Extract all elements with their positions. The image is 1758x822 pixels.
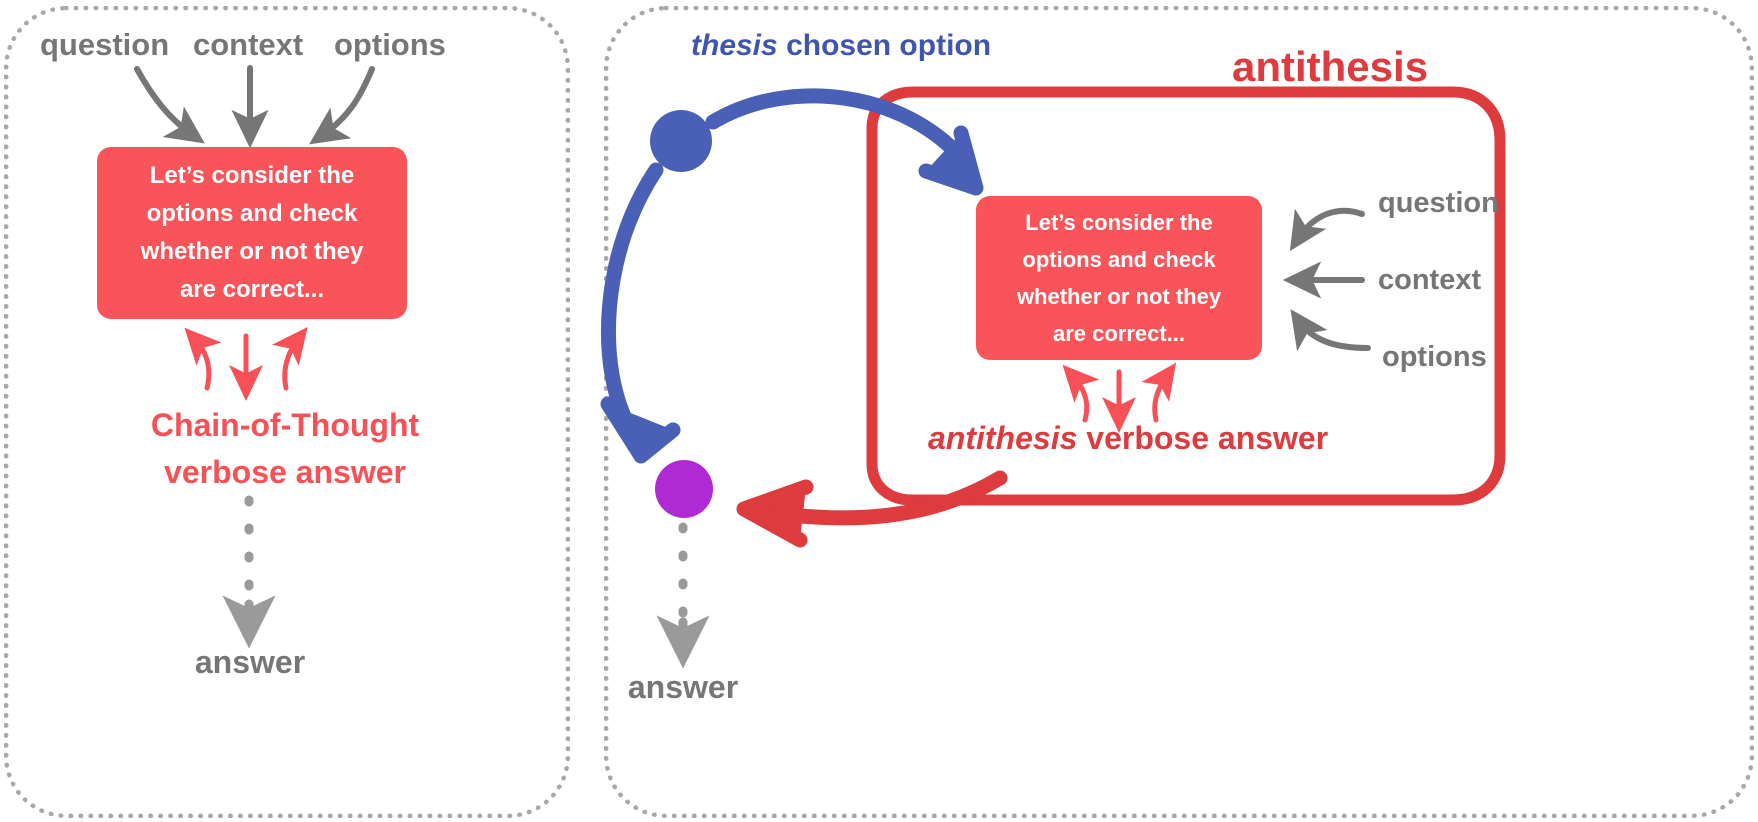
antithesis-prompt-line-1: Let’s consider the: [1025, 210, 1213, 235]
right-answer-label: answer: [627, 669, 739, 705]
left-input-label-options: options: [334, 27, 446, 62]
right-input-label-options: options: [1382, 341, 1487, 373]
antithesis-prompt-line-3: whether or not they: [1016, 284, 1222, 309]
cot-prompt-line-4: are correct...: [179, 276, 325, 303]
right-input-label-context: context: [1378, 264, 1482, 296]
thesis-label: thesis chosen option: [691, 29, 991, 62]
left-answer-label: answer: [194, 644, 306, 680]
thesis-label-emphasis: thesis: [691, 29, 778, 62]
right-input-label-question: question: [1378, 187, 1499, 219]
antithesis-prompt-line-4: are correct...: [1052, 321, 1186, 346]
left-input-label-question: question: [40, 27, 170, 62]
antithesis-prompt-box: Let’s consider the options and check whe…: [976, 196, 1262, 360]
antithesis-output-emphasis: antithesis: [928, 420, 1078, 456]
cot-output-line-2: verbose answer: [164, 454, 406, 490]
antithesis-prompt-line-2: options and check: [1022, 247, 1216, 272]
thesis-node: [650, 110, 712, 172]
cot-prompt-line-2: options and check: [146, 200, 358, 227]
antithesis-output-rest: verbose answer: [1086, 420, 1329, 456]
antithesis-title: antithesis: [1232, 43, 1429, 90]
cot-prompt-line-3: whether or not they: [140, 238, 364, 265]
thesis-label-rest: chosen option: [786, 29, 992, 62]
answer-node: [655, 460, 713, 518]
left-input-label-context: context: [193, 27, 304, 62]
chain-of-thought-panel: [4, 6, 570, 818]
cot-output-line-1: Chain-of-Thought: [150, 407, 420, 443]
cot-output-label: Chain-of-Thought verbose answer: [0, 402, 570, 496]
cot-prompt-line-1: Let’s consider the: [149, 162, 355, 189]
antithesis-output-label: antithesis verbose answer: [928, 420, 1329, 456]
cot-prompt-box: Let’s consider the options and check whe…: [97, 147, 407, 319]
